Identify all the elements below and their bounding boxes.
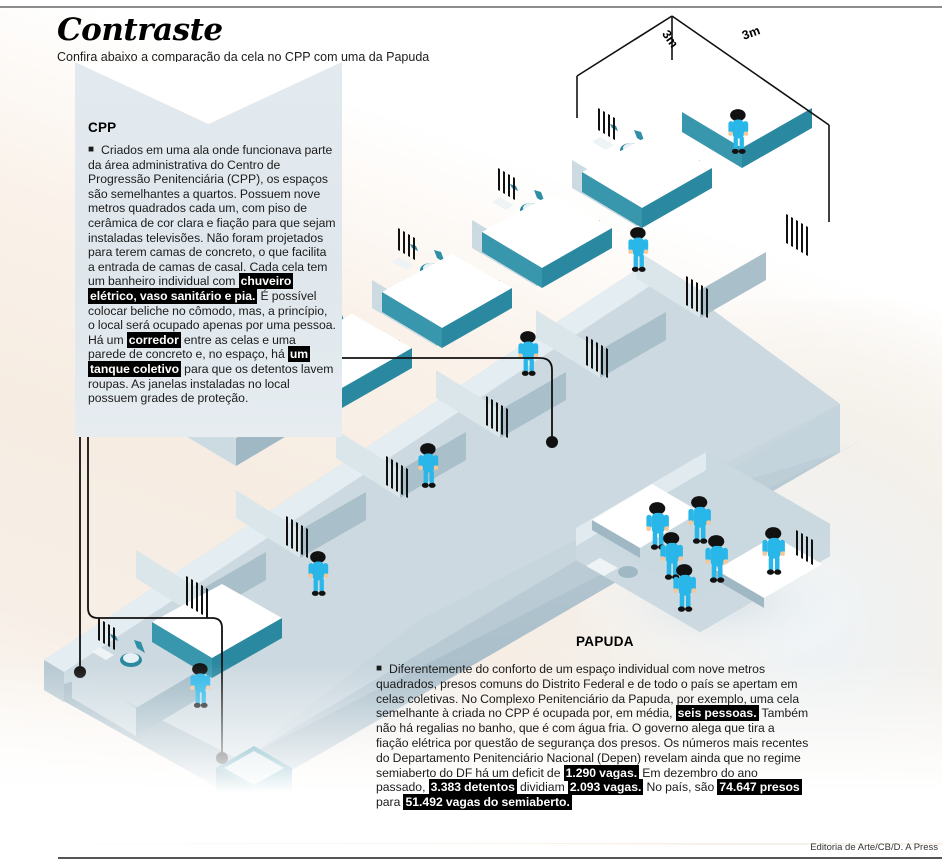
page-title: Contraste	[57, 12, 223, 48]
papuda-highlight-6: 51.492 vagas do semiaberto.	[403, 794, 572, 811]
inmate-figure	[308, 551, 329, 596]
papuda-text-2: Também não há regalias no banho, que é c…	[376, 706, 809, 780]
papuda-text-4: dividiam	[516, 780, 568, 795]
credit-line: Editoria de Arte/CB/D. A Press	[810, 842, 938, 853]
bullet-icon: ■	[88, 144, 95, 155]
cpp-text-block: CPP ■Criados em uma ala onde funcionava …	[88, 120, 336, 406]
background-bottom-fade	[0, 663, 942, 843]
papuda-highlight-3: 3.383 detentos	[428, 779, 517, 796]
papuda-text-1: Diferentemente do conforto de um espaço …	[376, 662, 800, 721]
papuda-highlight-5: 74.647 presos	[717, 779, 802, 796]
dimension-lines	[576, 15, 830, 222]
inmate-figure	[688, 496, 711, 544]
papuda-heading: PAPUDA	[576, 634, 634, 649]
cpp-text-4: para que os detentos lavem roupas. As ja…	[88, 361, 334, 406]
cpp-highlight-2: corredor	[126, 331, 181, 348]
cpp-text-2: É possível colocar beliche no cômodo, ma…	[88, 288, 336, 347]
bullet-icon: ■	[376, 663, 383, 674]
papuda-building	[576, 452, 830, 632]
cpp-paragraph: ■Criados em uma ala onde funcionava part…	[88, 143, 336, 406]
papuda-highlight-2: 1.290 vagas.	[563, 764, 640, 781]
papuda-highlight-4: 2.093 vagas.	[567, 779, 644, 796]
header: Contraste Confira abaixo a comparação da…	[57, 14, 657, 65]
callout-dot-corredor	[546, 436, 558, 448]
papuda-text-3: Em dezembro do ano passado,	[376, 765, 758, 795]
inmate-figure	[646, 502, 669, 550]
inmate-figure	[705, 535, 728, 583]
top-divider-rule	[0, 6, 942, 8]
inmate-figure	[518, 331, 539, 376]
inmate-figure	[628, 227, 649, 272]
corridor-wall-windows	[186, 214, 808, 618]
page-subtitle: Confira abaixo a comparação da cela no C…	[57, 49, 430, 64]
papuda-text-6: para	[376, 795, 404, 810]
papuda-text-5: No país, são	[643, 780, 718, 795]
inmate-figure	[728, 109, 749, 154]
cpp-text-1: Criados em uma ala onde funcionava parte…	[88, 143, 336, 289]
papuda-highlight-1: seis pessoas.	[675, 705, 759, 722]
papuda-paragraph: ■Diferentemente do conforto de um espaço…	[376, 662, 810, 811]
inmate-figure	[660, 532, 683, 580]
inmate-figure	[418, 443, 439, 488]
cpp-text-3: entre as celas e uma parede de concreto …	[88, 332, 296, 362]
papuda-text-block: ■Diferentemente do conforto de um espaço…	[376, 662, 810, 811]
bottom-divider-rule	[58, 857, 942, 859]
cpp-heading: CPP	[88, 120, 117, 135]
inmate-figure	[673, 564, 696, 612]
inmate-figure	[762, 527, 785, 575]
